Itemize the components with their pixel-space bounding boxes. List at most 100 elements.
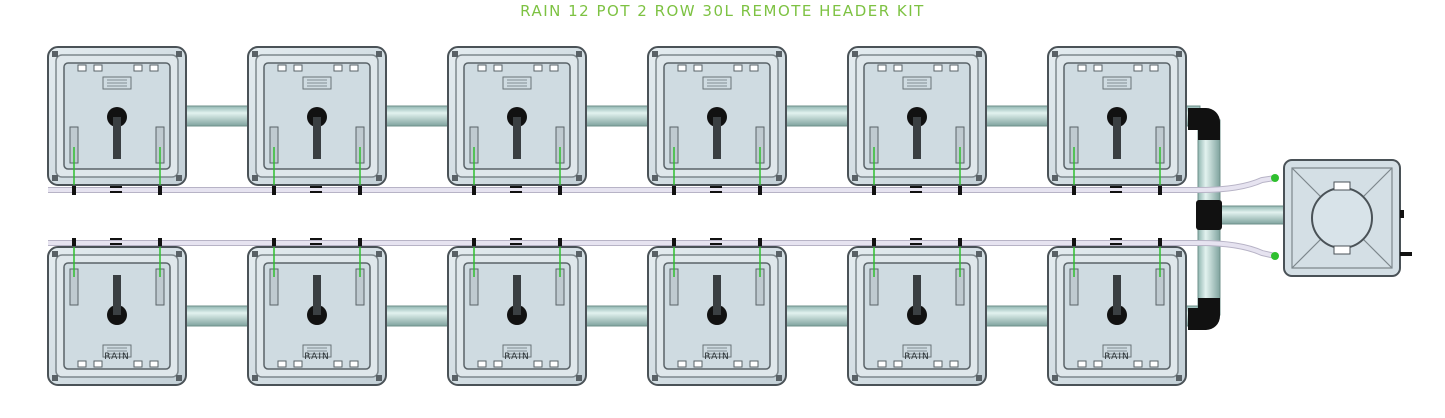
pot-icon: RAIN [447,246,587,386]
pot-logo-plate [902,76,932,90]
pot-corner-clip [52,251,58,257]
valve-icon [1271,252,1279,260]
pot-corner-clip [452,175,458,181]
pot-tab [77,64,87,72]
feed-line-marker [910,186,922,188]
pot-corner-clip [252,251,258,257]
feed-line-marker [1110,243,1122,245]
reservoir-diagonals [1291,167,1393,269]
pot-tab [93,64,103,72]
feed-line-clip [1158,238,1162,247]
pot-logo-lines [707,347,727,355]
reservoir-lid [1311,187,1373,249]
pot-icon [847,46,987,186]
pot-tab [277,360,287,368]
feed-line-clip [272,186,276,195]
feed-line-clip [158,238,162,247]
pot-logo-lines [507,79,527,87]
pot-icon: RAIN [1047,246,1187,386]
pot-tab [493,64,503,72]
pot-corner-clip [976,251,982,257]
feed-line-clip [1158,186,1162,195]
feed-line-marker [110,191,122,193]
pot-corner-clip [252,375,258,381]
feed-line-marker [310,191,322,193]
pot-drain-channel [513,117,521,159]
elbow-fitting-bottom [1188,298,1220,330]
pot-tab [533,360,543,368]
pot-tab [477,64,487,72]
feed-line-marker [1110,186,1122,188]
pot-tab [1149,64,1159,72]
pot-tab [949,64,959,72]
pot-tab [933,360,943,368]
pot-icon: RAIN [847,246,987,386]
pot-label: RAIN [104,352,129,362]
pot-corner-clip [452,375,458,381]
pot-corner-clip [1052,51,1058,57]
valve-icon [1271,174,1279,182]
tee-fitting [1196,200,1222,230]
pot-tab [493,360,503,368]
pot-tab [349,360,359,368]
reservoir-outlet [1400,252,1412,256]
pot-corner-clip [776,251,782,257]
pot-logo-plate [502,344,532,358]
feed-line-clip [272,238,276,247]
pot-tab [133,360,143,368]
feed-line-clip [758,186,762,195]
pot-tab [677,64,687,72]
pot-logo-plate [1102,76,1132,90]
pot-icon [647,46,787,186]
pot-tab [877,64,887,72]
reservoir-tab [1333,245,1351,255]
pot-logo-plate [102,344,132,358]
pot-icon: RAIN [47,246,187,386]
feed-line-clip [358,238,362,247]
pot-label: RAIN [904,352,929,362]
pot-tab [877,360,887,368]
pot-label: RAIN [704,352,729,362]
pot-label: RAIN [504,352,529,362]
pot-tab [293,360,303,368]
pot-tab [733,360,743,368]
feed-line-marker [310,243,322,245]
feed-line-clip [872,186,876,195]
pot-corner-clip [252,51,258,57]
pot-tab [933,64,943,72]
pot-corner-clip [1176,175,1182,181]
feed-line-clip [872,238,876,247]
feed-line-marker [310,238,322,240]
feed-line-marker [910,191,922,193]
feed-line-clip [1072,238,1076,247]
pot-tab [1077,360,1087,368]
pot-corner-clip [652,51,658,57]
pot-tab [149,360,159,368]
pot-drain-channel [1113,117,1121,159]
pot-drain-channel [713,275,721,315]
pot-tab [533,64,543,72]
pot-tab [733,64,743,72]
feed-line-marker [110,243,122,245]
pot-tab [133,64,143,72]
pot-logo-lines [107,79,127,87]
pot-corner-clip [452,51,458,57]
reservoir-tab [1333,181,1351,191]
pot-logo-lines [907,79,927,87]
pot-tab [749,360,759,368]
feed-line-marker [910,243,922,245]
pot-logo-plate [302,76,332,90]
feed-line-marker [1110,238,1122,240]
feed-line-clip [358,186,362,195]
pot-tab [149,64,159,72]
pot-icon: RAIN [647,246,787,386]
pot-corner-clip [252,175,258,181]
pot-drain-channel [313,275,321,315]
feed-line-clip [72,238,76,247]
pot-icon [47,46,187,186]
pot-corner-clip [852,175,858,181]
feed-line-marker [710,243,722,245]
pot-corner-clip [52,175,58,181]
feed-line-marker [510,186,522,188]
pot-corner-clip [652,375,658,381]
